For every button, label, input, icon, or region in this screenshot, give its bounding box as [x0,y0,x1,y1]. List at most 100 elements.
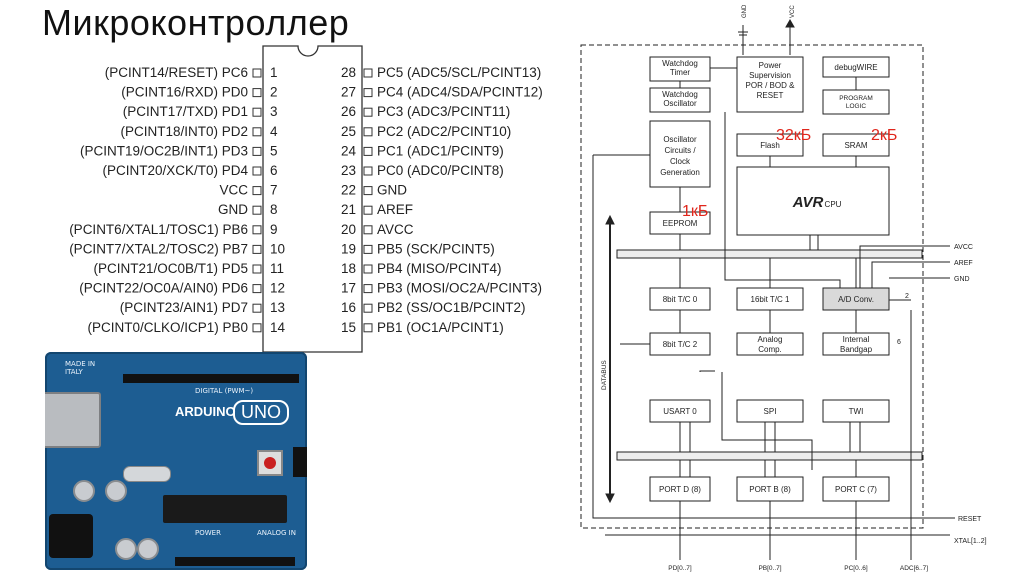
right-pin-label: PC5 (ADC5/SCL/PCINT13) [377,65,541,80]
pin-marker [252,107,262,117]
left-pin-label: (PCINT22/OC0A/AIN0) PD6 [79,281,248,296]
pin-marker [252,146,262,156]
right-pin-label: AREF [377,202,413,217]
upper-bus [616,249,923,259]
pin-marker [252,244,262,254]
right-pin-label: PB4 (MISO/PCINT4) [377,261,502,276]
right-pin-label: PB1 (OC1A/PCINT1) [377,320,504,335]
right-pin-label: PB3 (MOSI/OC2A/PCINT3) [377,281,542,296]
pin-marker [363,205,373,215]
digital-label: DIGITAL (PWM~) [195,387,254,395]
left-pin-label: (PCINT6/XTAL1/TOSC1) PB6 [69,222,248,237]
right-pin-number: 21 [341,202,356,217]
pin-marker [252,284,262,294]
cpu-label: CPU [825,200,842,209]
right-pin-number: 28 [341,65,356,80]
pin-marker [252,225,262,235]
spi-label: SPI [764,407,777,416]
right-pin-label: PC3 (ADC3/PCINT11) [377,104,510,119]
pin-marker [363,107,373,117]
power-supervision-box [736,56,804,113]
right-pin-number: 25 [341,124,356,139]
portb-label: PORT B (8) [749,485,791,494]
right-pin-number: 15 [341,320,356,335]
pin-marker [252,186,262,196]
databus-label: DATABUS [601,360,608,390]
left-pin-number: 8 [270,202,278,217]
avr-cpu-box [736,166,890,236]
flash-size-annotation: 32кБ [776,127,811,144]
right-pin-number: 26 [341,104,356,119]
right-pin-number: 17 [341,281,356,296]
xtal-label: XTAL[1..2] [954,538,987,545]
right-pin-number: 22 [341,183,356,198]
left-pin-label: (PCINT16/RXD) PD0 [121,85,248,100]
portc-label: PORT C (7) [835,485,877,494]
twi-box [822,399,890,423]
pin-marker [363,68,373,78]
left-pin-number: 12 [270,281,285,296]
right-pin-number: 16 [341,300,356,315]
gnd-top-label: GND [742,4,748,18]
pin-marker [252,88,262,98]
pin-marker [363,166,373,176]
aref-label: AREF [954,260,973,267]
power-analog-header [175,557,295,566]
right-pin-number: 24 [341,143,357,158]
pin-marker [363,88,373,98]
right-pin-number: 18 [341,261,356,276]
arduino-logo-text: ARDUINO [175,404,236,419]
reset-label: RESET [958,516,982,523]
left-pin-label: (PCINT21/OC0B/T1) PD5 [93,261,248,276]
pin-marker [252,166,262,176]
pin-marker [252,127,262,137]
avr-logo-text: AVR [792,194,824,211]
eeprom-label: EEPROM [663,219,698,228]
left-pin-label: (PCINT18/INT0) PD2 [120,124,248,139]
power-label: POWER [195,529,221,537]
spi-box [736,399,804,423]
left-pin-number: 5 [270,143,278,158]
crystal [123,466,171,482]
pin-marker [252,303,262,313]
pin-marker [252,68,262,78]
left-pin-number: 7 [270,183,278,198]
tc1-label: 16bit T/C 1 [751,295,791,304]
right-pin-label: GND [377,183,407,198]
left-pin-number: 4 [270,124,278,139]
right-pin-number: 20 [341,222,356,237]
slide-title: Микроконтроллер [42,2,350,43]
pin-marker [363,127,373,137]
left-pin-number: 2 [270,85,278,100]
uno-logo: UNO [233,400,289,425]
left-pin-label: VCC [219,183,248,198]
digital-header [123,374,299,383]
atmega-chip [163,495,287,523]
capacitor [115,538,137,560]
left-pin-label: (PCINT17/TXD) PD1 [123,104,248,119]
right-pin-label: PC2 (ADC2/PCINT10) [377,124,511,139]
program-logic-box [822,89,890,115]
left-pin-label: (PCINT20/XCK/T0) PD4 [102,163,248,178]
sram-label: SRAM [844,141,867,150]
avcc-label: AVCC [954,244,973,251]
adc-pins-label: ADC[6..7] [900,565,928,572]
right-pin-number: 23 [341,163,356,178]
gnd-right-label: GND [954,276,970,283]
left-pin-label: (PCINT14/RESET) PC6 [105,65,248,80]
pin-marker [252,264,262,274]
left-pin-number: 14 [270,320,286,335]
pin-marker [252,323,262,333]
debugwire-label: debugWIRE [834,63,877,72]
left-pin-number: 3 [270,104,278,119]
pinout-diagram: (PCINT14/RESET) PC6 1 (PCINT16/RXD) PD0 2 (P… [69,45,543,353]
left-pin-number: 1 [270,65,278,80]
capacitor [105,480,127,502]
pin-marker [363,303,373,313]
